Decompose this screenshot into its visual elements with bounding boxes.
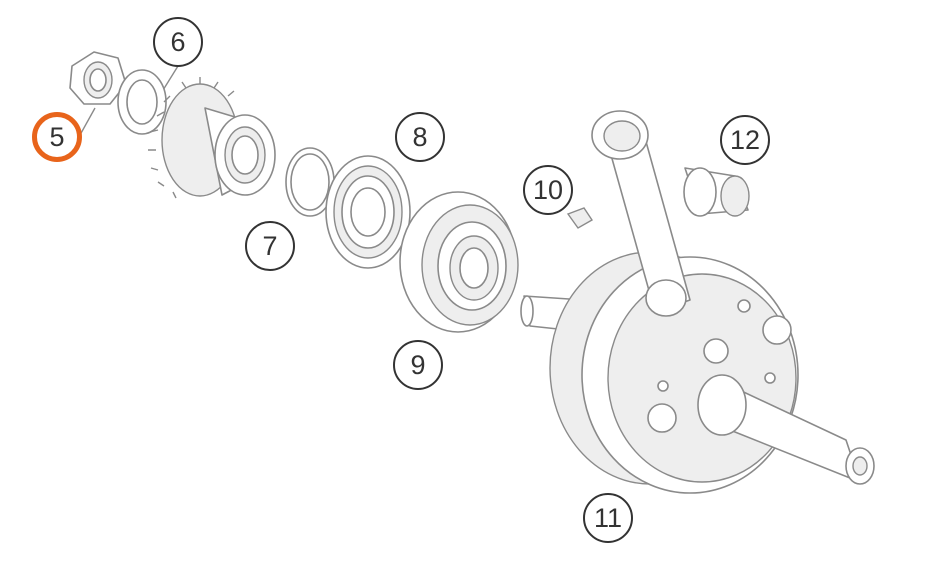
washer-part[interactable] <box>117 69 167 135</box>
callout-10-woodruff-key[interactable]: 10 <box>523 165 573 215</box>
callout-11-crankshaft[interactable]: 11 <box>583 493 633 543</box>
callout-5-hex-nut[interactable]: 5 <box>32 112 82 162</box>
shaft-seal-part[interactable] <box>325 155 411 269</box>
leader-line-5 <box>79 107 96 136</box>
crankshaft-part[interactable] <box>520 110 875 494</box>
woodruff-key-part[interactable] <box>566 207 593 229</box>
hex-nut-part[interactable] <box>69 51 127 105</box>
callout-6-drive-gear[interactable]: 6 <box>153 17 203 67</box>
o-ring-part[interactable] <box>285 147 335 217</box>
callout-9-ball-bearing[interactable]: 9 <box>393 340 443 390</box>
drive-gear-part[interactable] <box>148 77 276 199</box>
ball-bearing-part[interactable] <box>399 191 519 333</box>
needle-bushing-part[interactable] <box>683 167 750 217</box>
callout-7-o-ring[interactable]: 7 <box>245 221 295 271</box>
callout-8-shaft-seal[interactable]: 8 <box>395 112 445 162</box>
callout-12-needle-bushing[interactable]: 12 <box>720 115 770 165</box>
